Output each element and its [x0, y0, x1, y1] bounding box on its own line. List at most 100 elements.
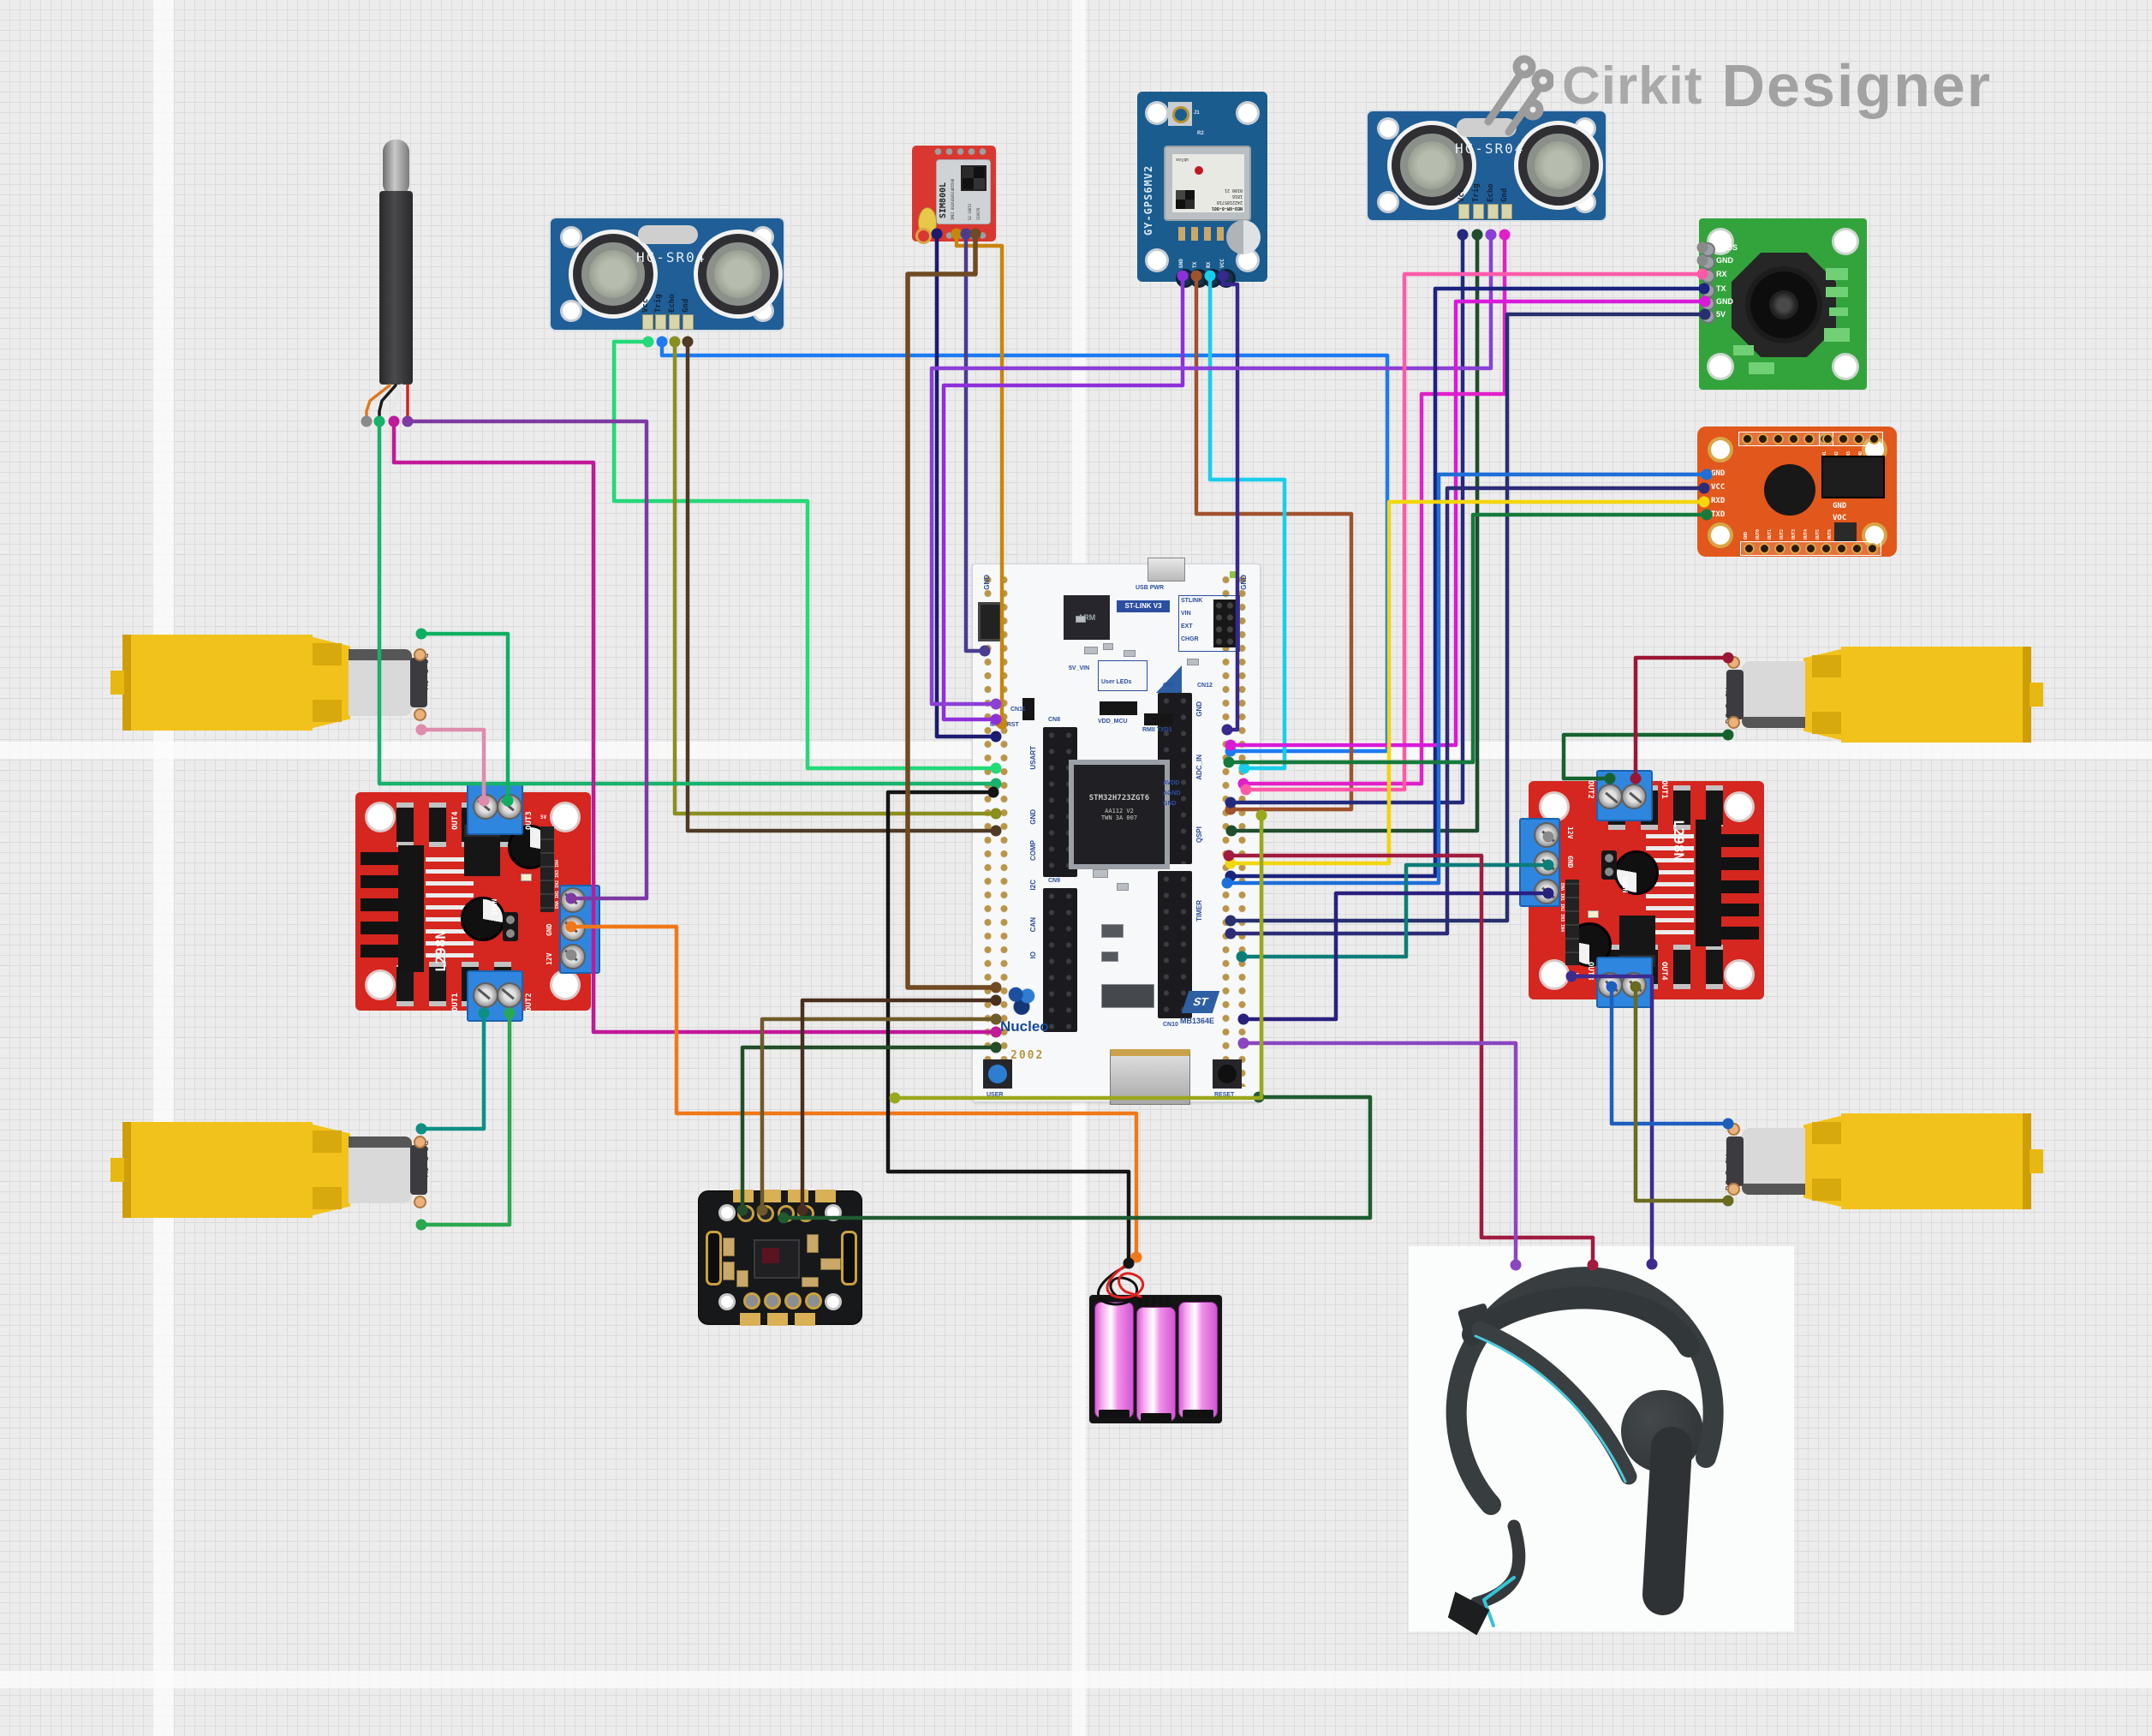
- jp3-header[interactable]: [1022, 698, 1034, 720]
- ref-r2: R2: [1197, 131, 1204, 136]
- crystal: [638, 225, 698, 244]
- pin-hole[interactable]: [805, 1292, 822, 1309]
- avdd-label: AVDD: [1163, 780, 1180, 786]
- pin-label-txd: TXD: [1711, 510, 1726, 519]
- 5ven-jumper[interactable]: [503, 912, 518, 941]
- smd: [723, 1262, 735, 1280]
- mount-hole: [721, 1207, 733, 1219]
- header-cn10[interactable]: [1158, 871, 1192, 1018]
- motor-endcap: [410, 1145, 427, 1195]
- battery-pack[interactable]: [1089, 1295, 1222, 1423]
- mount-hole: [1834, 230, 1857, 253]
- rmii-jumper[interactable]: [1144, 713, 1173, 725]
- smd: [1824, 328, 1850, 342]
- header-cn9[interactable]: [1043, 888, 1077, 1032]
- temperature-probe[interactable]: [379, 140, 414, 388]
- pin-vcc[interactable]: [642, 314, 653, 330]
- solder-pad[interactable]: [795, 1313, 815, 1326]
- vdd-jumper[interactable]: [1100, 701, 1137, 715]
- solder-pad[interactable]: [815, 1190, 836, 1202]
- pad-row-top: [933, 147, 987, 156]
- chip-part-number: STM32H723ZGT6: [1088, 794, 1150, 802]
- motor-pin[interactable]: [414, 1136, 426, 1148]
- optical-sensor: [754, 1239, 800, 1279]
- jumper-label: CHGR: [1181, 636, 1199, 642]
- usb-label: USB PWR: [1136, 585, 1165, 591]
- nucleo-board[interactable]: ARM ST-LINK V3 USB PWR STLINK VIN EXT CH…: [972, 558, 1261, 1105]
- chip-line: TWN 3A 007: [1100, 814, 1138, 821]
- solder-pad[interactable]: [767, 1313, 788, 1326]
- pin-hole[interactable]: [743, 1292, 760, 1309]
- user-leds-label: User LEDs: [1101, 679, 1132, 685]
- gps-module[interactable]: J1 R2 GY-GPS6MV2 NEO-6M-0-001 2422185710…: [1137, 92, 1267, 288]
- heart-rate-sensor[interactable]: [698, 1190, 862, 1326]
- mount-hole: [552, 804, 578, 830]
- sot-chip: [1834, 522, 1857, 541]
- mount-hole: [563, 229, 580, 246]
- pin-trig[interactable]: [655, 314, 666, 330]
- ultrasonic-sensor-left[interactable]: HC-SR04 Vcc Trig Echo Gnd: [551, 218, 784, 330]
- transducer: [1518, 125, 1599, 206]
- motor-driver-left[interactable]: OUT4 OUT3 OUT1 OUT2 5V GND 12V 5VEN ENA …: [355, 784, 600, 1022]
- mount-hole: [827, 1207, 839, 1219]
- mount-hole: [1238, 104, 1257, 122]
- pin-vcc[interactable]: [1458, 204, 1469, 219]
- transducer: [1392, 125, 1472, 206]
- motor-pin[interactable]: [414, 648, 426, 661]
- mipi-connector: [978, 602, 1004, 641]
- smd: [1733, 345, 1754, 355]
- stlink-chip: ARM: [1064, 595, 1110, 640]
- cn11-label: CN11: [1010, 707, 1026, 713]
- part-label: HC-SR04: [636, 249, 706, 265]
- qr-code: [961, 165, 987, 191]
- crystal: [1457, 118, 1517, 137]
- battery-cell: [1094, 1302, 1134, 1418]
- cn8-label: CN8: [1048, 717, 1061, 723]
- user-button[interactable]: [983, 1059, 1012, 1089]
- pin-hole[interactable]: [784, 1292, 802, 1309]
- rf-shield: SIM800L IMEI 862643831465598 S2-1065J CE…: [936, 159, 991, 224]
- jumper-header[interactable]: [1213, 600, 1236, 647]
- pin-label: GND: [1716, 256, 1733, 265]
- pin-label-rxd: RXD: [1711, 497, 1726, 505]
- smd: [802, 1277, 819, 1287]
- pin-label-vcc: VCC: [1711, 483, 1726, 492]
- ref-j1: J1: [1194, 110, 1200, 116]
- voice-recognition-module[interactable]: IN1 IN2 IN3 GND GND VCC RXD TXD GND VOC …: [1697, 427, 1897, 557]
- pin-hole[interactable]: [764, 1292, 781, 1309]
- bottom-header[interactable]: [1740, 541, 1881, 556]
- vdd-mcu-label: VDD_MCU: [1098, 719, 1128, 725]
- pin-gnd[interactable]: [683, 314, 694, 330]
- terminal-screw[interactable]: [497, 982, 522, 1008]
- pin-label: CVBS: [1716, 243, 1738, 252]
- solder-pad[interactable]: [740, 1313, 760, 1326]
- pin-trig[interactable]: [1473, 204, 1484, 219]
- solder-pad[interactable]: [760, 1190, 781, 1202]
- usb-connector[interactable]: [1148, 558, 1185, 582]
- ethernet-connector[interactable]: [1110, 1049, 1190, 1105]
- rmii-label: RMII TXD1: [1142, 727, 1172, 733]
- heatsink-body: [398, 845, 424, 972]
- gearbox-notch: [313, 700, 342, 722]
- top-header-b[interactable]: [1819, 432, 1883, 446]
- pin-echo[interactable]: [1487, 204, 1499, 219]
- ultrasonic-sensor-right[interactable]: HC-SR04 Vcc Trig Echo Gnd: [1368, 111, 1606, 220]
- motor-pin[interactable]: [414, 1196, 426, 1208]
- smd: [807, 1234, 819, 1253]
- reset-button[interactable]: [1213, 1059, 1242, 1089]
- input-header[interactable]: [540, 826, 554, 912]
- nucleo-text: Nucleo: [1000, 1018, 1049, 1035]
- pin-gnd[interactable]: [1501, 204, 1512, 219]
- mount-hole: [827, 1296, 839, 1308]
- battery-cell: [1178, 1302, 1218, 1418]
- smd-row: [1178, 227, 1230, 241]
- jumper-label: EXT: [1181, 623, 1193, 629]
- mount-hole: [1238, 251, 1257, 270]
- mount-hole: [563, 302, 580, 319]
- terminal-screw[interactable]: [473, 982, 498, 1008]
- pin-echo[interactable]: [669, 314, 680, 330]
- motor-pin[interactable]: [414, 708, 426, 721]
- camera-module[interactable]: CVBS GND RX TX GND 5V: [1699, 218, 1867, 390]
